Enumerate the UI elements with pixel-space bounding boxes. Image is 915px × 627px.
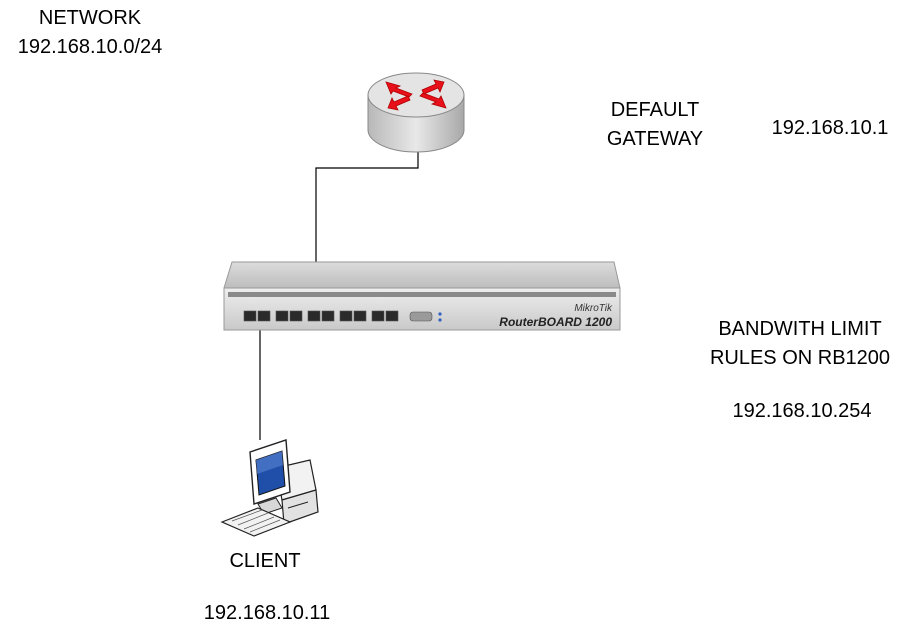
workstation-icon [220,439,319,537]
routerboard-model: RouterBOARD 1200 [499,315,612,329]
rb1200-ip: 192.168.10.254 [732,400,872,422]
rb1200-label-line1: BANDWITH LIMIT [718,318,882,340]
gateway-label-line1: DEFAULT [610,99,700,121]
ethernet-ports [243,310,399,322]
router-icon [367,72,465,153]
routerboard-icon: MikroTik RouterBOARD 1200 [223,261,621,331]
routerboard-brand: MikroTik [574,303,613,314]
network-title: NETWORK [38,7,142,29]
client-label: CLIENT [229,550,301,572]
rb1200-label-line2: RULES ON RB1200 [709,347,891,369]
gateway-ip: 192.168.10.1 [771,117,889,139]
gateway-label-line2: GATEWAY [606,128,704,150]
client-ip: 192.168.10.11 [203,602,331,624]
serial-port [409,311,433,322]
network-subnet: 192.168.10.0/24 [17,36,163,58]
